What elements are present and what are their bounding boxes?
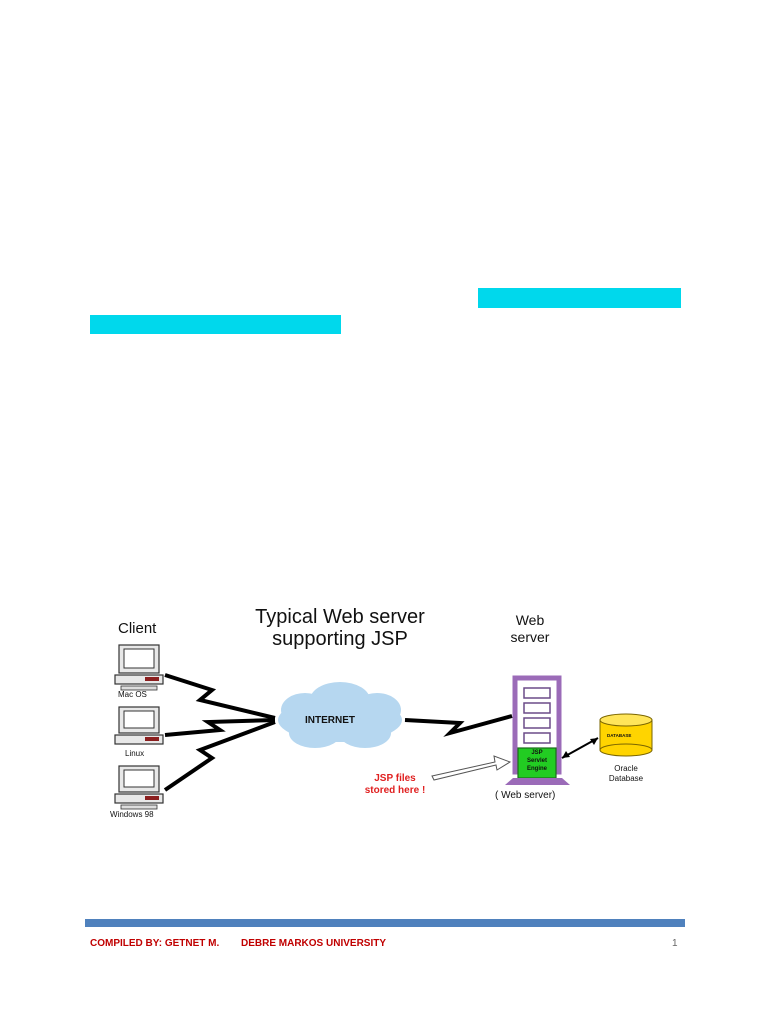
footer-divider <box>85 919 685 927</box>
database-label-line2: Database <box>595 774 657 784</box>
computer-icon-linux <box>115 707 163 744</box>
jsp-files-note-line2: stored here ! <box>350 785 440 797</box>
diagram-title-line1: Typical Web server <box>240 606 440 628</box>
client-label-mac: Mac OS <box>118 690 147 699</box>
client-label: Client <box>118 620 156 637</box>
web-server-caption: ( Web server) <box>495 790 555 801</box>
lightning-link-server <box>405 716 512 733</box>
lightning-link-mac <box>165 675 275 718</box>
database-tag: DATABASE <box>607 733 631 738</box>
internet-label: INTERNET <box>305 715 355 726</box>
client-label-linux: Linux <box>125 749 144 758</box>
diagram-title: Typical Web server supporting JSP <box>240 606 440 650</box>
page-number: 1 <box>672 938 678 949</box>
jsp-files-note-line1: JSP files <box>350 773 440 785</box>
note-arrow <box>432 756 510 780</box>
footer-compiled-by: COMPILED BY: GETNET M. <box>90 938 219 949</box>
client-label-windows: Windows 98 <box>110 810 154 819</box>
web-server-label-line2: server <box>500 629 560 646</box>
computer-icon-windows <box>115 766 163 809</box>
servlet-engine-label: JSP Servlet Engine <box>518 749 556 773</box>
servlet-engine-line2: Servlet <box>518 757 556 765</box>
footer-university: DEBRE MARKOS UNIVERSITY <box>241 938 386 949</box>
web-server-label-line1: Web <box>500 612 560 629</box>
highlight-mark-1 <box>478 288 681 308</box>
jsp-files-note: JSP files stored here ! <box>350 773 440 797</box>
database-label-line1: Oracle <box>595 764 657 774</box>
servlet-engine-line3: Engine <box>518 765 556 773</box>
servlet-engine-line1: JSP <box>518 749 556 757</box>
database-label: Oracle Database <box>595 764 657 784</box>
web-server-diagram: Typical Web server supporting JSP Client… <box>100 590 690 835</box>
highlight-mark-2 <box>90 315 341 334</box>
web-server-label: Web server <box>500 612 560 646</box>
diagram-title-line2: supporting JSP <box>240 628 440 650</box>
computer-icon-mac <box>115 645 163 690</box>
